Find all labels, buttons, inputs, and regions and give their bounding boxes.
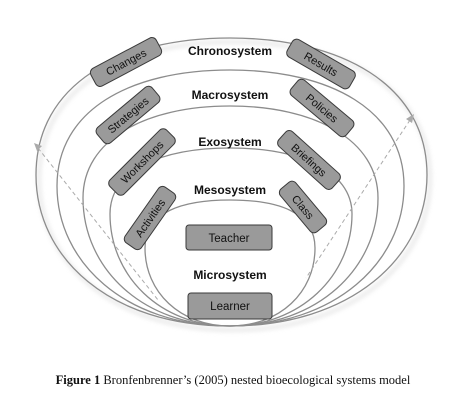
tag-strategies: Strategies: [95, 85, 161, 145]
figure-caption: Figure 1 Bronfenbrenner’s (2005) nested …: [0, 373, 466, 388]
figure-caption-label: Figure 1: [55, 373, 101, 387]
tag-changes: Changes: [89, 37, 163, 87]
ring-exosystem: [82, 105, 379, 327]
core-teacher-label: Teacher: [209, 233, 250, 245]
layer-label-mesosystem: Mesosystem: [194, 183, 266, 197]
tag-workshops-label: Workshops: [119, 139, 167, 187]
core-teacher: Teacher: [185, 224, 273, 251]
arrowhead-right: [406, 114, 414, 123]
layer-label-microsystem: Microsystem: [193, 268, 266, 282]
figure-caption-text: Bronfenbrenner’s (2005) nested bioecolog…: [100, 373, 411, 387]
ring-macrosystem: [56, 69, 405, 327]
core-learner: Learner: [187, 292, 273, 320]
dashed-axes: [34, 114, 414, 301]
dashed-line-right: [305, 119, 411, 279]
arrowhead-left: [34, 143, 42, 151]
ring-mesosystem: [109, 147, 353, 327]
core-learner-label: Learner: [210, 301, 250, 313]
tag-briefings: Briefings: [277, 130, 341, 190]
layer-label-chronosystem: Chronosystem: [188, 44, 272, 58]
tag-class: Class: [278, 180, 328, 234]
tag-activities: Activities: [123, 185, 177, 251]
dashed-line-left: [37, 147, 159, 301]
layer-label-macrosystem: Macrosystem: [192, 88, 269, 102]
layer-label-exosystem: Exosystem: [198, 135, 261, 149]
